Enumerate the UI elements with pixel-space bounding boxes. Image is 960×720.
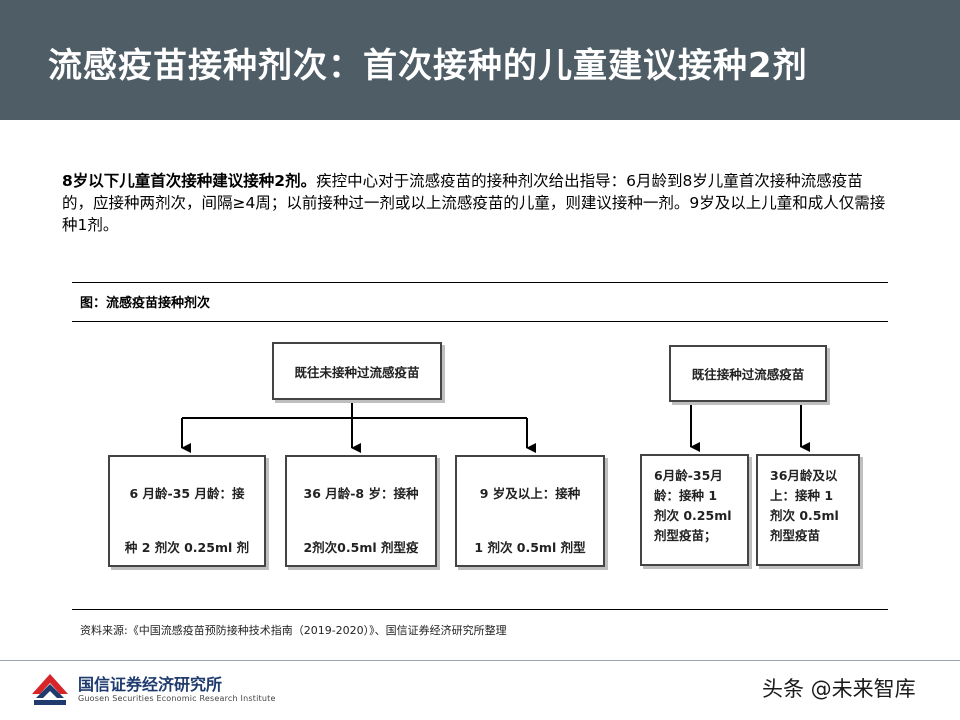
logo-english-name: Guosen Securities Economic Research Inst… [78, 694, 276, 703]
figure-caption-rule [72, 321, 888, 322]
source-note: 资料来源:《中国流感疫苗预防接种技术指南（2019-2020）》、国信证券经济研… [80, 624, 507, 637]
left-root-label: 既往未接种过流感疫苗 [294, 364, 420, 380]
left-child-box-1: 6 月龄-35 月龄：接 种 2 剂次 0.25ml 剂 [108, 455, 266, 567]
right-child-1-text: 6月龄-35月 龄：接种 1 剂次 0.25ml 剂型疫苗； [654, 468, 732, 543]
left-root-box: 既往未接种过流感疫苗 [272, 342, 442, 400]
title-bar: 流感疫苗接种剂次：首次接种的儿童建议接种2剂 [0, 0, 960, 120]
intro-paragraph: 8岁以下儿童首次接种建议接种2剂。疾控中心对于流感疫苗的接种剂次给出指导：6月龄… [62, 170, 892, 236]
intro-lead: 8岁以下儿童首次接种建议接种2剂。 [62, 172, 317, 190]
right-child-box-2: 36月龄及以 上：接种 1 剂次 0.5ml 剂型疫苗 [756, 454, 860, 566]
left-child-3-line1: 9 岁及以上：接种 [479, 486, 581, 501]
right-root-label: 既往接种过流感疫苗 [691, 367, 805, 382]
left-child-2-line2: 2剂次0.5ml 剂型疫 [303, 540, 419, 555]
intro-body: 疾控中心对于流感疫苗的接种剂次给出指导：6月龄到8岁儿童首次接种流感疫苗的，应接… [62, 172, 886, 234]
left-child-box-2: 36 月龄-8 岁：接种 2剂次0.5ml 剂型疫 [285, 455, 437, 567]
left-child-1-line2: 种 2 剂次 0.25ml 剂 [124, 540, 250, 555]
left-child-2-line1: 36 月龄-8 岁：接种 [303, 486, 419, 501]
logo-chinese-name: 国信证券经济研究所 [78, 675, 223, 694]
figure-bottom-rule [72, 609, 888, 610]
watermark: 头条 @未来智库 [762, 677, 916, 701]
left-child-box-3: 9 岁及以上：接种 1 剂次 0.5ml 剂型 [455, 455, 605, 567]
page-title: 流感疫苗接种剂次：首次接种的儿童建议接种2剂 [48, 46, 808, 86]
right-root-box: 既往接种过流感疫苗 [669, 345, 827, 402]
figure-caption: 图：流感疫苗接种剂次 [80, 296, 211, 311]
figure-top-rule [72, 282, 888, 283]
footer-rule [0, 660, 960, 661]
guosen-logo-icon [32, 674, 68, 705]
left-child-3-line2: 1 剂次 0.5ml 剂型 [474, 540, 586, 555]
right-child-box-1: 6月龄-35月 龄：接种 1 剂次 0.25ml 剂型疫苗； [640, 454, 749, 566]
left-child-1-line1: 6 月龄-35 月龄：接 [129, 486, 245, 501]
right-child-2-text: 36月龄及以 上：接种 1 剂次 0.5ml 剂型疫苗 [770, 468, 839, 543]
